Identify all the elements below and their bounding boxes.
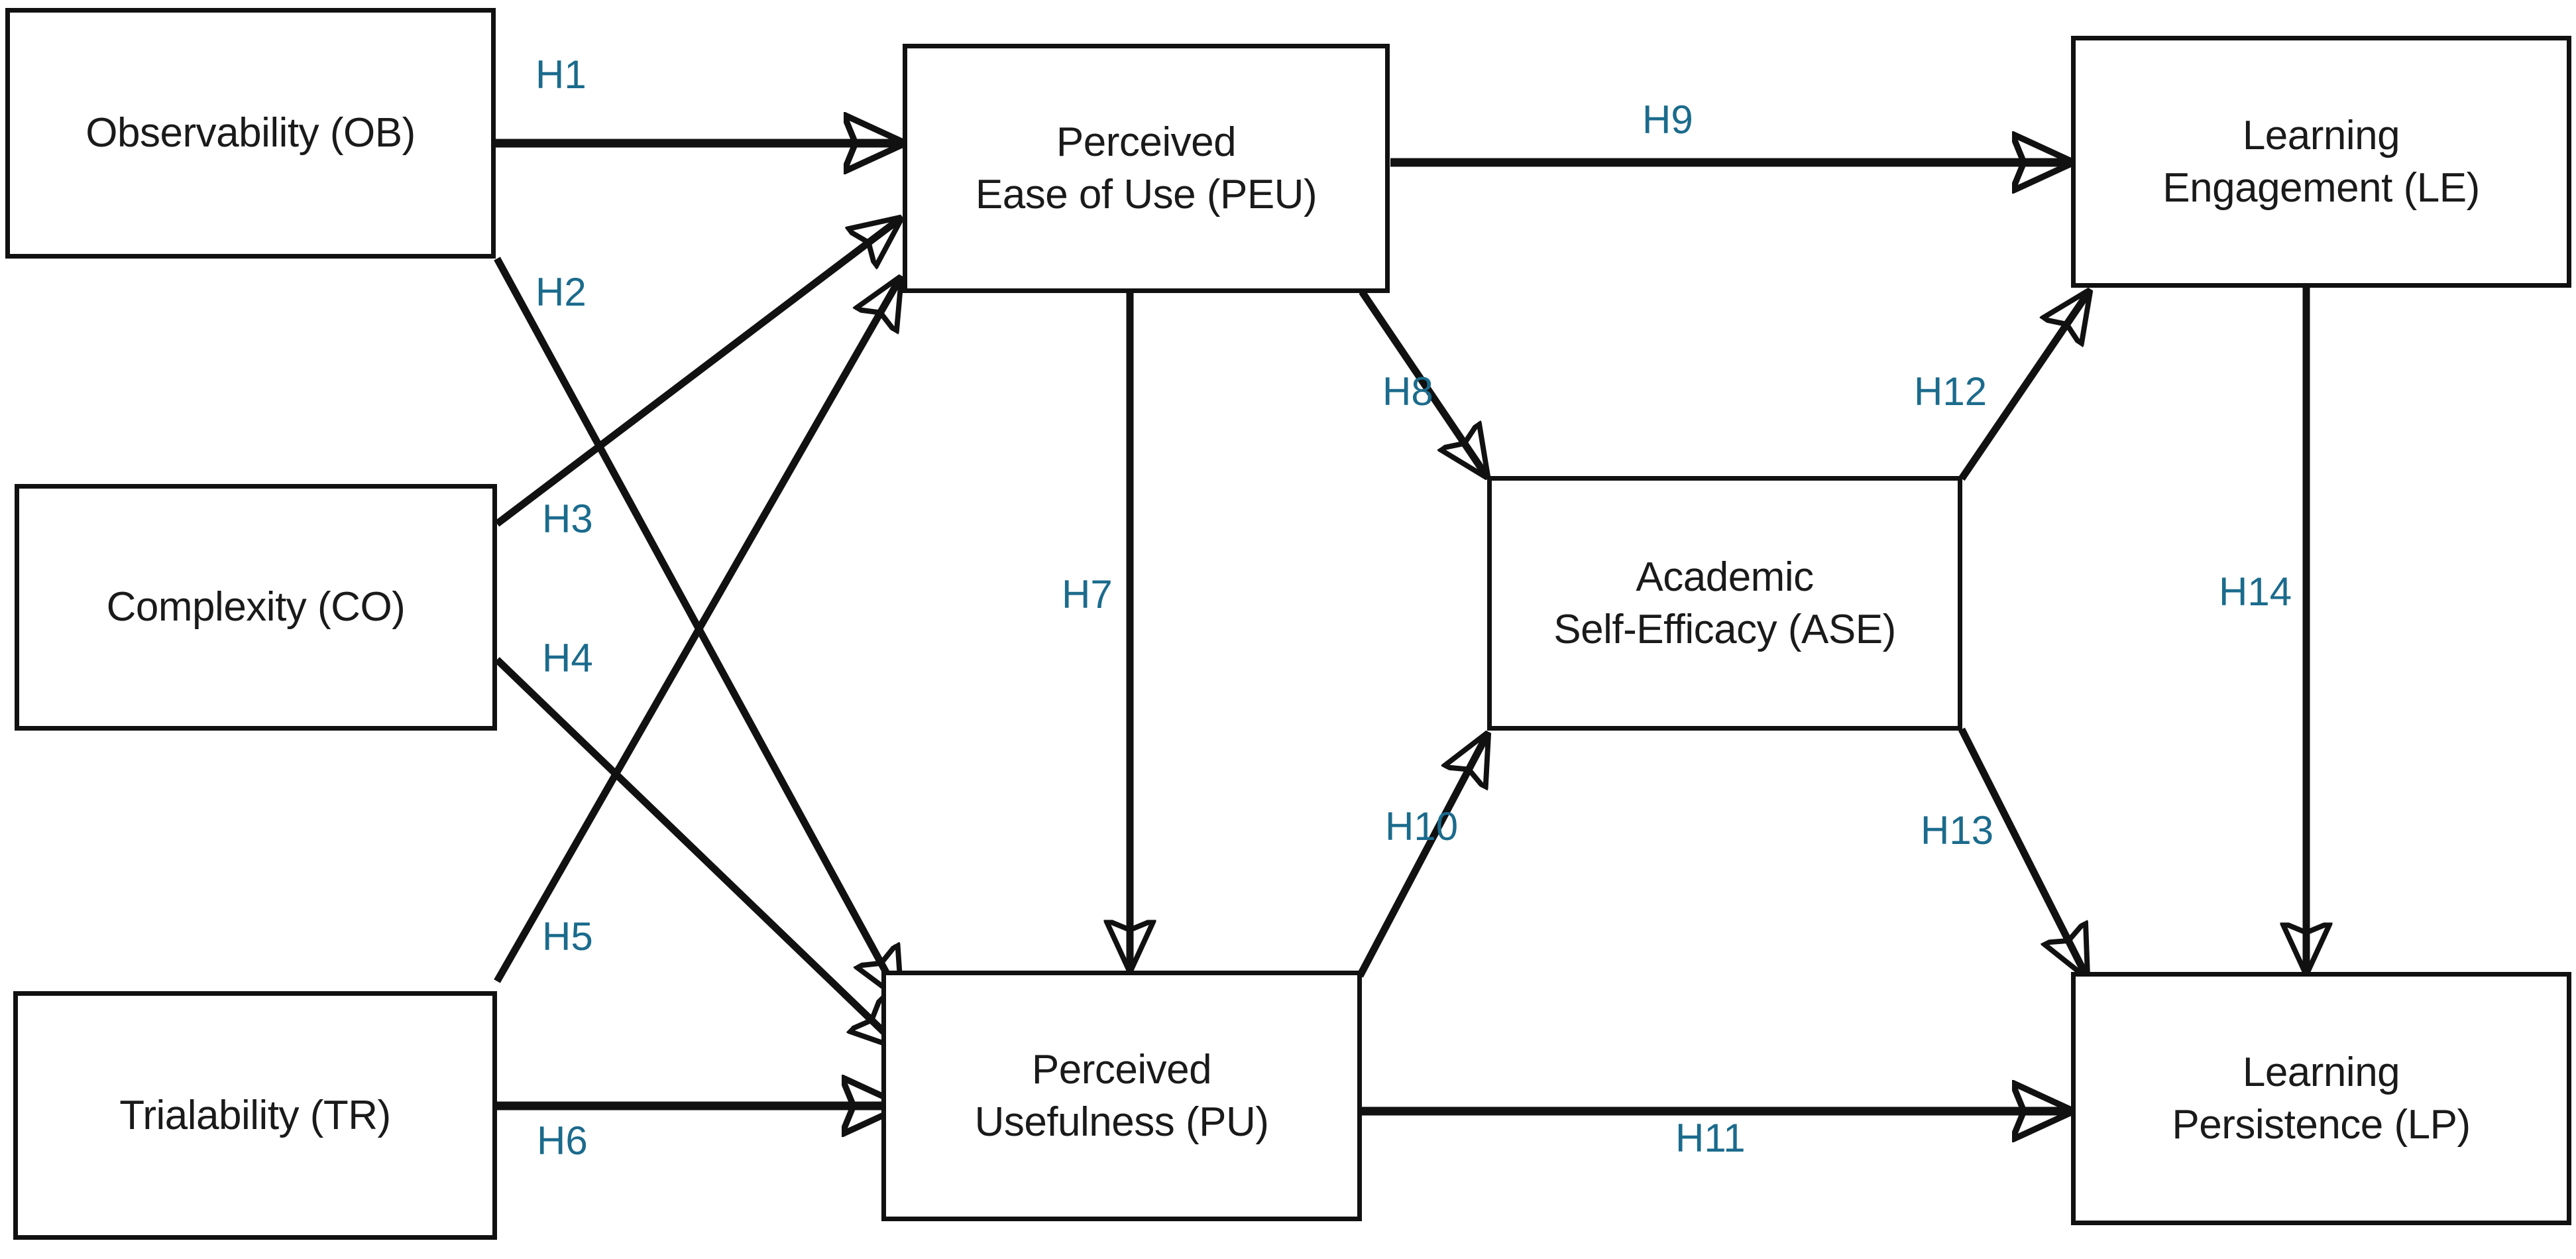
hypothesis-label-h4: H4 xyxy=(542,636,593,680)
edge-h10 xyxy=(1357,735,1487,978)
edge-h3 xyxy=(494,219,900,527)
node-complexity[interactable]: Complexity (CO) xyxy=(15,484,497,731)
node-label-lp: Learning Persistence (LP) xyxy=(2172,1049,2471,1148)
node-label-peu: Perceived Ease of Use (PEU) xyxy=(975,119,1317,217)
hypothesis-label-h14: H14 xyxy=(2219,570,2292,614)
node-label-co: Complexity (CO) xyxy=(106,584,406,630)
node-perceived-usefulness[interactable]: Perceived Usefulness (PU) xyxy=(881,971,1362,1221)
hypothesis-label-h5: H5 xyxy=(542,914,593,959)
edge-h13 xyxy=(1958,727,2086,976)
node-academic-self-efficacy[interactable]: Academic Self-Efficacy (ASE) xyxy=(1487,476,1962,731)
node-trialability[interactable]: Trialability (TR) xyxy=(13,991,497,1240)
node-label-ob: Observability (OB) xyxy=(85,110,416,156)
hypothesis-label-h12: H12 xyxy=(1914,369,1988,414)
edge-h4 xyxy=(494,657,900,1048)
hypothesis-label-h3: H3 xyxy=(542,497,593,541)
node-label-le: Learning Engagement (LE) xyxy=(2162,112,2480,211)
node-label-pu: Perceived Usefulness (PU) xyxy=(974,1046,1269,1145)
node-label-ase: Academic Self-Efficacy (ASE) xyxy=(1553,554,1896,652)
hypothesis-label-h6: H6 xyxy=(537,1118,588,1163)
hypothesis-label-h2: H2 xyxy=(535,270,587,314)
edge-h5 xyxy=(494,278,900,983)
hypothesis-label-h8: H8 xyxy=(1382,369,1433,414)
hypothesis-label-h13: H13 xyxy=(1921,808,1994,853)
hypothesis-label-h7: H7 xyxy=(1062,572,1113,617)
hypothesis-label-h9: H9 xyxy=(1642,97,1693,142)
hypothesis-label-h1: H1 xyxy=(535,52,587,97)
node-learning-persistence[interactable]: Learning Persistence (LP) xyxy=(2071,972,2571,1225)
node-observability[interactable]: Observability (OB) xyxy=(5,8,496,259)
node-perceived-ease-of-use[interactable]: Perceived Ease of Use (PEU) xyxy=(903,44,1390,293)
edge-h12 xyxy=(1958,292,2089,481)
edge-h8 xyxy=(1359,289,1486,476)
hypothesis-label-h10: H10 xyxy=(1385,804,1459,849)
node-label-tr: Trialability (TR) xyxy=(119,1092,391,1138)
node-learning-engagement[interactable]: Learning Engagement (LE) xyxy=(2071,36,2571,288)
hypothesis-label-h11: H11 xyxy=(1675,1116,1746,1160)
